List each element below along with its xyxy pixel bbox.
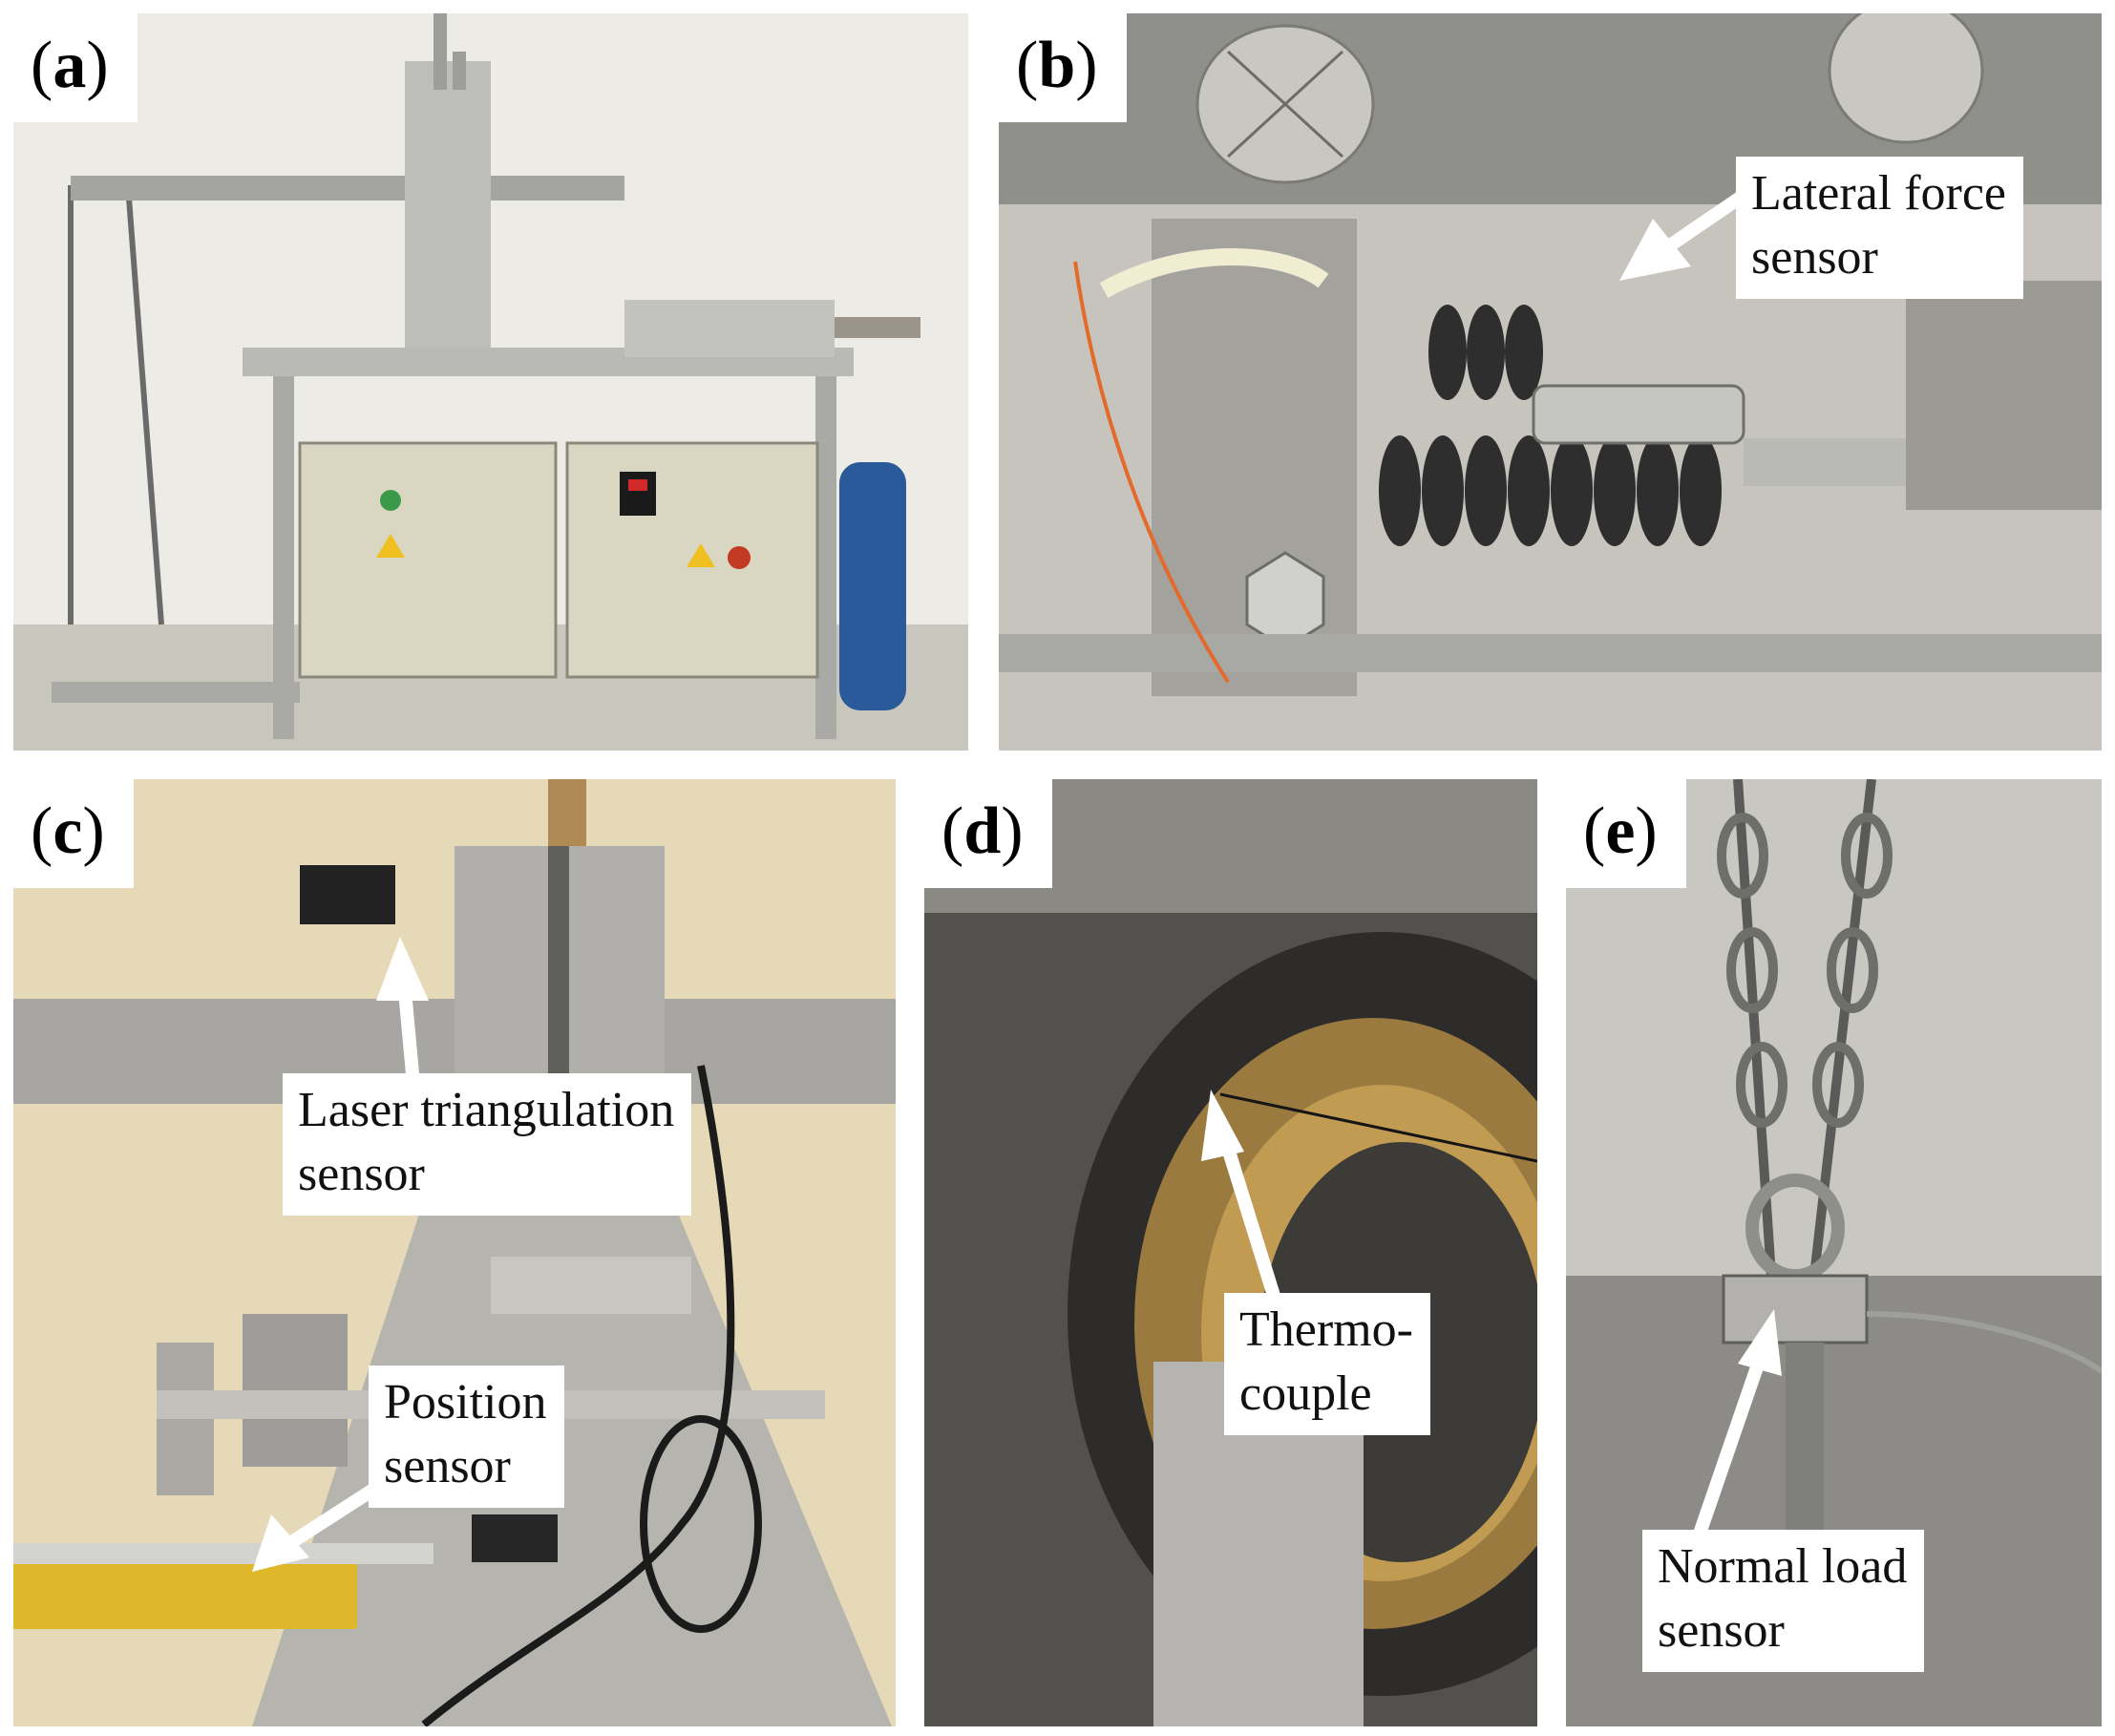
panel-label-c: (c)	[13, 779, 134, 888]
laser-and-position-sensor-image	[13, 779, 896, 1726]
panel-label-b: (b)	[999, 13, 1127, 122]
panel-label-a: (a)	[13, 13, 137, 122]
thermocouple-image	[924, 779, 1537, 1726]
panel-label-d: (d)	[924, 779, 1052, 888]
callout-line-1: Normal load	[1658, 1539, 1908, 1594]
laser-triangulation-sensor-callout: Laser triangulation sensor	[283, 1073, 692, 1217]
callout-line-1: Position	[384, 1375, 547, 1429]
callout-line-1: Lateral force	[1751, 166, 2007, 221]
normal-load-sensor-callout: Normal load sensor	[1642, 1530, 1925, 1673]
callout-line-2: couple	[1239, 1366, 1372, 1421]
position-sensor-callout: Position sensor	[369, 1366, 564, 1509]
lateral-force-sensor-callout: Lateral force sensor	[1736, 157, 2024, 300]
panel-e-photo: (e) Normal load sensor	[1566, 779, 2102, 1726]
panel-c-photo: (c) Laser triangulation sensor Position …	[13, 779, 896, 1726]
panel-a-photo: (a)	[13, 13, 968, 751]
test-rig-overview-image	[13, 13, 968, 751]
callout-line-1: Thermo-	[1239, 1302, 1413, 1357]
callout-line-2: sensor	[1751, 229, 1878, 285]
lateral-force-sensor-image	[999, 13, 2102, 751]
callout-line-2: sensor	[298, 1146, 425, 1201]
panel-b-photo: (b) Lateral force sensor	[999, 13, 2102, 751]
thermocouple-callout: Thermo- couple	[1224, 1293, 1430, 1436]
callout-line-2: sensor	[384, 1438, 511, 1493]
callout-line-2: sensor	[1658, 1602, 1785, 1658]
panel-label-e: (e)	[1566, 779, 1686, 888]
panel-d-photo: (d) Thermo- couple	[924, 779, 1537, 1726]
callout-line-1: Laser triangulation	[298, 1083, 675, 1137]
